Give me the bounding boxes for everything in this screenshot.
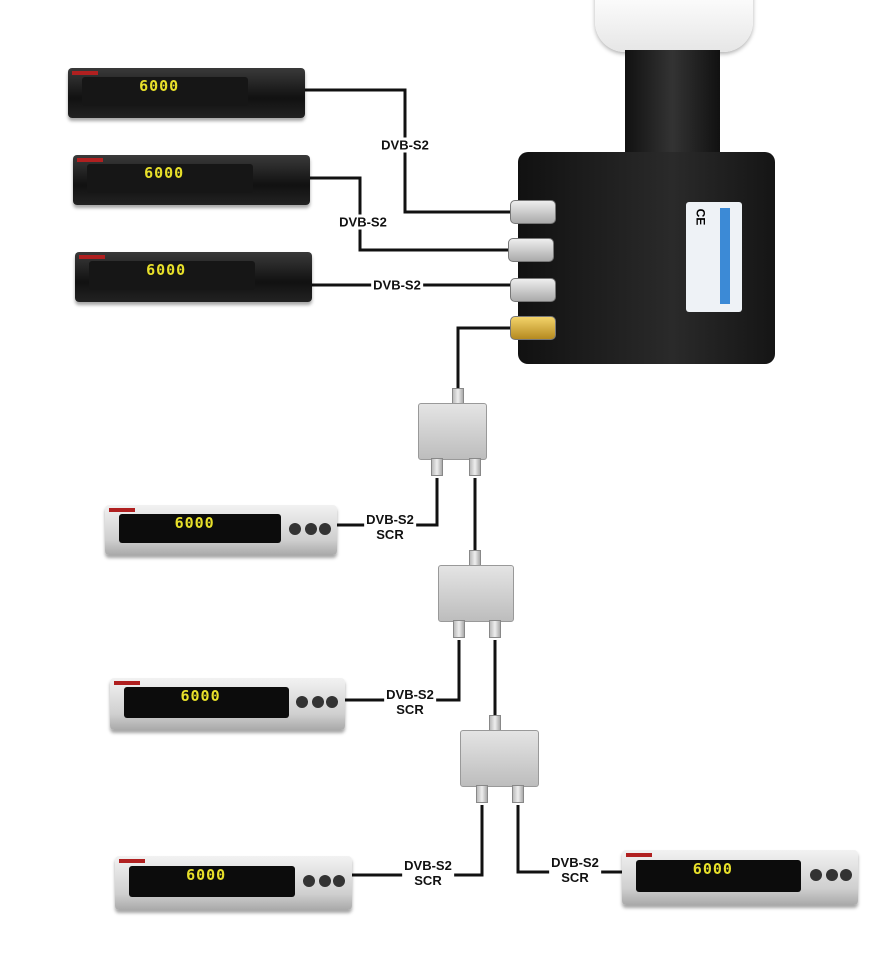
lnb-neck bbox=[625, 50, 720, 160]
receiver-display: 6000 bbox=[186, 865, 227, 884]
receiver-5: 6000 bbox=[110, 678, 345, 730]
receiver-7: 6000 bbox=[622, 850, 858, 905]
receiver-1: 6000 bbox=[68, 68, 305, 118]
receiver-2: 6000 bbox=[73, 155, 310, 205]
cable-label-3: DVB-S2 bbox=[371, 277, 423, 293]
brand-logo bbox=[720, 208, 730, 304]
receiver-display: 6000 bbox=[144, 164, 185, 182]
lnb-label-sticker: CE bbox=[686, 202, 742, 312]
receiver-display: 6000 bbox=[146, 261, 187, 279]
receiver-6: 6000 bbox=[115, 856, 352, 910]
receiver-4: 6000 bbox=[105, 505, 337, 555]
lnb-body: CE bbox=[518, 152, 775, 364]
cable-6 bbox=[352, 805, 484, 877]
lnb-output-port-1[interactable] bbox=[510, 200, 556, 224]
cable-label-2: DVB-S2 bbox=[337, 214, 389, 230]
cable-lnb-splitter1 bbox=[456, 326, 512, 395]
lnb-feedhorn bbox=[595, 0, 753, 52]
receiver-display: 6000 bbox=[139, 77, 180, 95]
receiver-display: 6000 bbox=[692, 859, 733, 878]
lnb-output-port-3[interactable] bbox=[510, 278, 556, 302]
receiver-display: 6000 bbox=[180, 687, 221, 706]
cable-label-1: DVB-S2 bbox=[379, 137, 431, 153]
cable-2 bbox=[310, 176, 512, 252]
cable-5 bbox=[345, 640, 461, 702]
receiver-3: 6000 bbox=[75, 252, 312, 302]
receiver-display: 6000 bbox=[174, 514, 215, 532]
ce-mark: CE bbox=[693, 208, 708, 226]
lnb-scr-port[interactable] bbox=[510, 316, 556, 340]
lnb-output-port-2[interactable] bbox=[508, 238, 554, 262]
